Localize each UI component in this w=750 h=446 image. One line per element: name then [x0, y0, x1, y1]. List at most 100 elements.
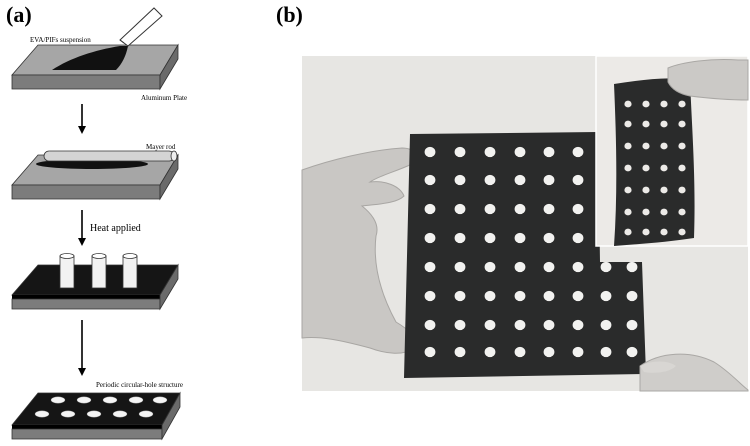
hole: [514, 261, 526, 273]
hole: [624, 142, 632, 150]
suspension-blob: [52, 46, 128, 70]
hole: [514, 203, 526, 215]
hole: [642, 208, 650, 216]
hole: [484, 232, 496, 244]
hole: [543, 346, 555, 358]
step-result: Periodic circular-hole structure: [11, 381, 183, 441]
hole: [660, 120, 668, 128]
hole: [600, 290, 612, 302]
hole: [424, 174, 436, 186]
arrow-down-icon: [78, 210, 86, 246]
plate-side: [161, 391, 181, 441]
hole: [454, 203, 466, 215]
hole: [624, 120, 632, 128]
hole: [626, 261, 638, 273]
thumb: [640, 361, 676, 373]
pen-icon: [119, 7, 163, 47]
hole: [572, 203, 584, 215]
hole: [484, 146, 496, 158]
hole: [484, 174, 496, 186]
plate-side: [159, 263, 179, 311]
hole: [543, 232, 555, 244]
hole: [678, 142, 686, 150]
hole: [624, 100, 632, 108]
hole: [543, 261, 555, 273]
hole: [678, 100, 686, 108]
rod-end: [170, 150, 178, 162]
hole: [572, 319, 584, 331]
hole: [660, 228, 668, 236]
hole: [543, 290, 555, 302]
hole: [572, 346, 584, 358]
inset-photo: [595, 55, 749, 247]
hole: [600, 261, 612, 273]
hole: [660, 100, 668, 108]
step-rod-spreading: Mayer rod: [11, 143, 179, 201]
fabrication-schematic: EVA/PIFs suspension Aluminum Plate Mayer…: [11, 7, 187, 441]
hole: [514, 319, 526, 331]
hole: [484, 261, 496, 273]
panel-label-a: (a): [6, 2, 32, 27]
hole: [454, 290, 466, 302]
inset-hand: [667, 59, 749, 101]
hole: [660, 142, 668, 150]
hole: [514, 174, 526, 186]
hole: [514, 146, 526, 158]
sheet-holes: [424, 146, 638, 358]
hole: [600, 346, 612, 358]
inset-holes: [624, 100, 686, 236]
punch-cylinder: [122, 253, 138, 289]
caption-aluminum-plate: Aluminum Plate: [141, 94, 187, 102]
hole: [572, 146, 584, 158]
hole: [454, 174, 466, 186]
hole: [678, 208, 686, 216]
hole: [514, 290, 526, 302]
film-edge: [12, 295, 160, 299]
hole: [454, 319, 466, 331]
hole: [543, 203, 555, 215]
hole: [678, 120, 686, 128]
hole: [572, 290, 584, 302]
hole: [454, 346, 466, 358]
hole: [642, 120, 650, 128]
film-edge: [12, 425, 162, 429]
hole: [454, 232, 466, 244]
hole: [626, 346, 638, 358]
arrow-down-icon: [78, 104, 86, 134]
arrow-down-icon: [78, 320, 86, 376]
hole: [642, 186, 650, 194]
hole: [642, 228, 650, 236]
spread-film: [36, 159, 148, 169]
hole: [660, 186, 668, 194]
punch-cylinder: [59, 253, 75, 289]
hole: [626, 319, 638, 331]
hole: [454, 261, 466, 273]
hole: [514, 232, 526, 244]
hole: [624, 164, 632, 172]
hole: [626, 290, 638, 302]
hole: [424, 290, 436, 302]
hole: [514, 346, 526, 358]
hole: [484, 290, 496, 302]
hole: [660, 208, 668, 216]
caption-periodic-structure: Periodic circular-hole structure: [96, 381, 183, 389]
punch-cylinder: [91, 253, 107, 289]
hole: [678, 164, 686, 172]
inset-flexible-sheet: [614, 78, 695, 247]
hole: [572, 261, 584, 273]
hole: [543, 319, 555, 331]
aluminum-plate-side: [159, 43, 179, 91]
hole: [678, 228, 686, 236]
hole: [454, 146, 466, 158]
hole: [624, 228, 632, 236]
hole: [642, 100, 650, 108]
caption-heat-applied: Heat applied: [90, 223, 141, 234]
hole: [484, 203, 496, 215]
hole: [624, 186, 632, 194]
hole: [543, 146, 555, 158]
caption-suspension: EVA/PIFs suspension: [30, 36, 91, 44]
hole: [678, 186, 686, 194]
hole: [660, 164, 668, 172]
step-coating: EVA/PIFs suspension Aluminum Plate: [11, 7, 187, 102]
